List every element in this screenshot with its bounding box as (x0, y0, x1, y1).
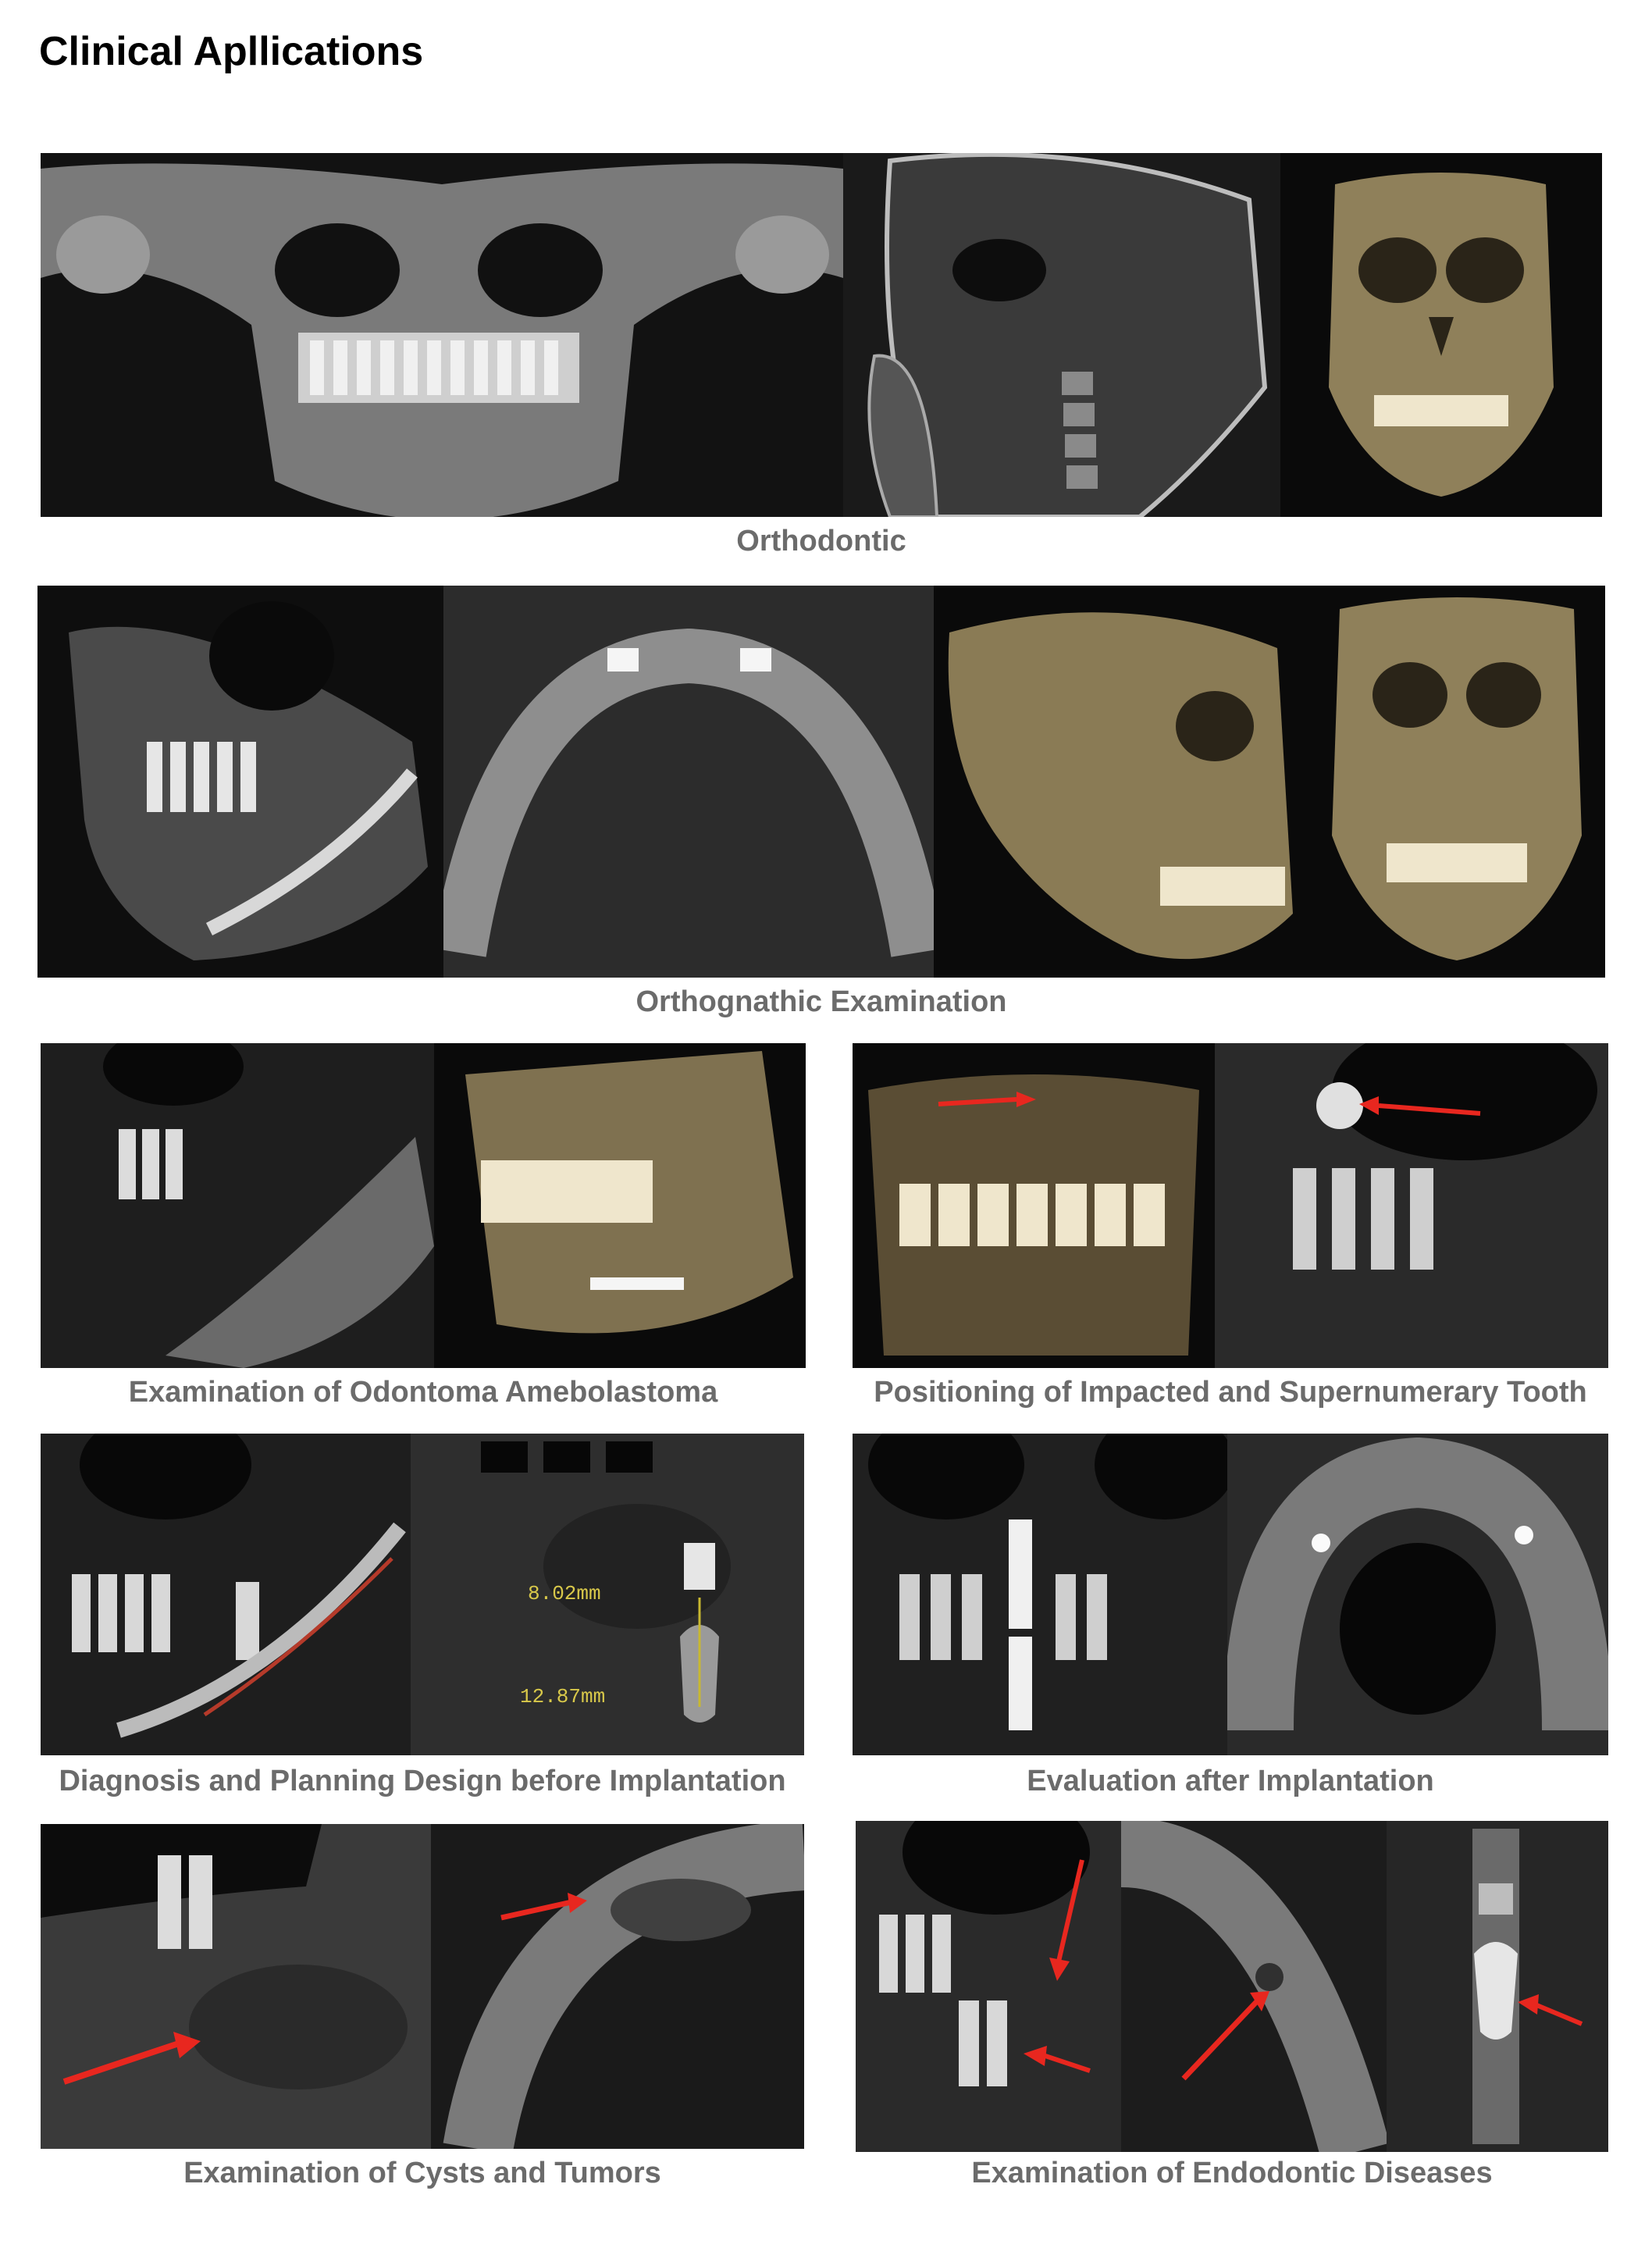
caption-odontoma: Examination of Odontoma Amebolastoma (128, 1376, 718, 1409)
caption-cysts: Examination of Cysts and Tumors (183, 2157, 661, 2189)
impacted-sagittal-image (1215, 1043, 1608, 1368)
endo-coronal-image (1387, 1821, 1608, 2152)
post-implant-axial-image (1227, 1434, 1608, 1755)
caption-post-implant: Evaluation after Implantation (1027, 1765, 1434, 1797)
cyst-axial-image (431, 1824, 804, 2149)
sagittal-ct-image (843, 153, 1280, 517)
endo-axial-image (1121, 1821, 1387, 2152)
caption-implant-planning: Diagnosis and Planning Design before Imp… (59, 1765, 786, 1797)
panoramic-xray-image (41, 153, 843, 517)
measurement-label-2: 12.87mm (520, 1685, 605, 1708)
caption-impacted: Positioning of Impacted and Supernumerar… (874, 1376, 1587, 1409)
axial-mandible-image (443, 586, 934, 978)
caption-orthognathic: Orthognathic Examination (636, 985, 1007, 1018)
3d-skull-frontal-fixation-image (1308, 586, 1605, 978)
impacted-3d-image (853, 1043, 1215, 1368)
implant-planning-coronal-image: 8.02mm 12.87mm (411, 1434, 804, 1755)
odontoma-3d-image (434, 1043, 806, 1368)
endo-sagittal-image (856, 1821, 1121, 2152)
caption-endodontic: Examination of Endodontic Diseases (971, 2157, 1493, 2189)
sagittal-fixation-image (37, 586, 443, 978)
page-title: Clinical Apllications (39, 29, 424, 74)
post-implant-sagittal-image (853, 1434, 1227, 1755)
3d-skull-lateral-image (934, 586, 1308, 978)
cyst-sagittal-image (41, 1824, 431, 2149)
implant-planning-sagittal-image (41, 1434, 411, 1755)
3d-skull-frontal-image (1280, 153, 1602, 517)
odontoma-sagittal-image (41, 1043, 434, 1368)
measurement-label-1: 8.02mm (528, 1582, 601, 1605)
caption-orthodontic: Orthodontic (736, 525, 906, 558)
